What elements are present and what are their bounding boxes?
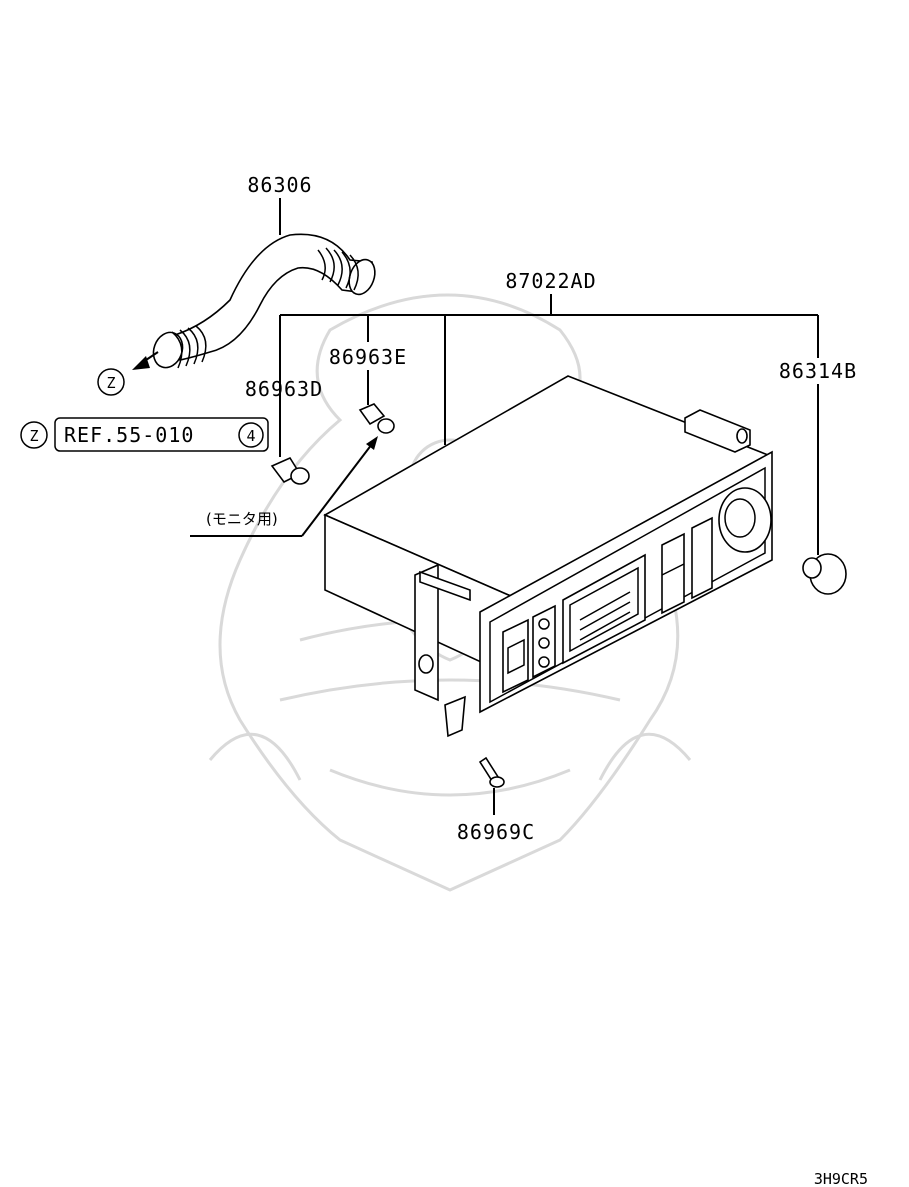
- label-86969c: 86969C: [457, 820, 535, 844]
- screw-part: [478, 756, 505, 788]
- label-87022ad: 87022AD: [505, 269, 596, 293]
- bulb-d-part: [270, 456, 310, 485]
- label-86314b: 86314B: [779, 359, 857, 383]
- leader-87022ad: [279, 294, 819, 457]
- bulb-e-part: [358, 403, 395, 434]
- svg-text:Z: Z: [106, 374, 115, 392]
- control-unit-part: [323, 375, 773, 738]
- hose-part: [152, 233, 376, 369]
- knob-part: [802, 553, 847, 595]
- ref-box: Z REF.55-010 4: [20, 417, 269, 452]
- label-86963d: 86963D: [245, 377, 323, 401]
- direction-arrow-icon: [132, 351, 159, 370]
- ref-marker-box: Z: [29, 427, 38, 445]
- label-86963e: 86963E: [329, 345, 407, 369]
- diagram-code: 3H9CR5: [814, 1170, 868, 1187]
- label-monitor-note: (モニタ用): [206, 510, 278, 528]
- ref-circle-num: 4: [246, 427, 255, 445]
- label-86306: 86306: [247, 173, 312, 197]
- leader-monitor-note: [190, 436, 378, 537]
- ref-text: REF.55-010: [64, 423, 194, 447]
- ref-marker-top: Z: [97, 368, 125, 396]
